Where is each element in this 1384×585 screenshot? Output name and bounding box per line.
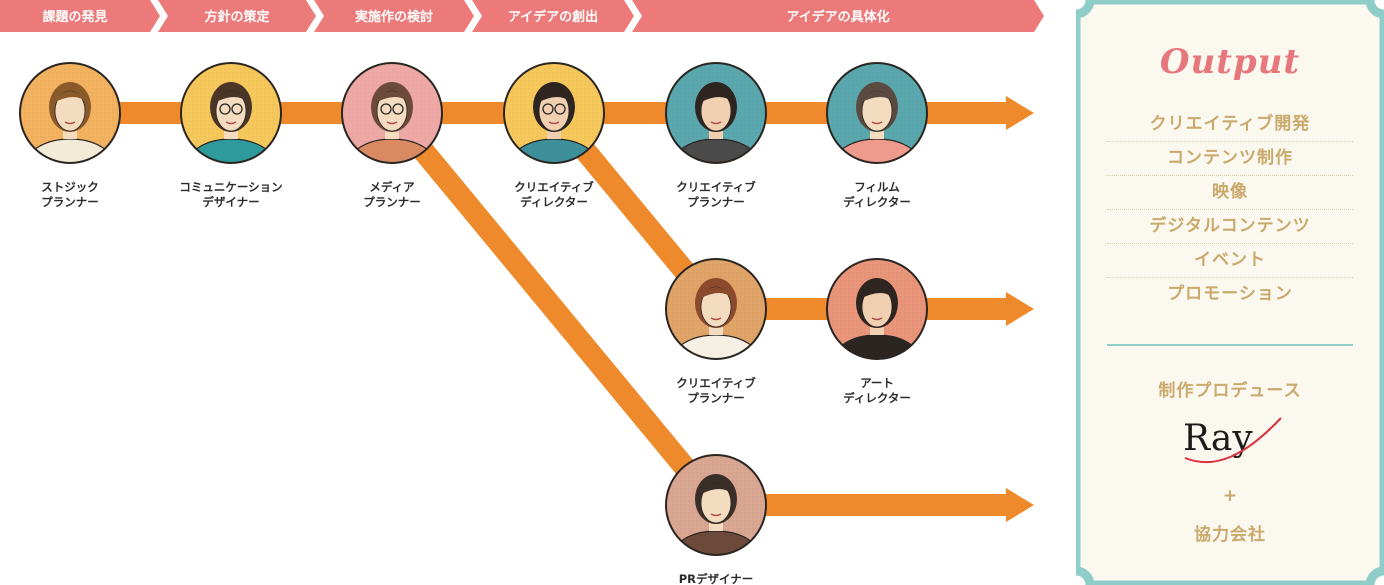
role-label-line: フィルム — [854, 180, 900, 194]
flow-line — [383, 105, 725, 513]
role-label-line: プランナー — [687, 391, 745, 405]
role-label-line: ディレクター — [843, 391, 911, 405]
flow-arrowhead — [1006, 96, 1034, 130]
role-label: コミュニケーションデザイナー — [179, 180, 282, 209]
role-label-line: デザイナー — [202, 195, 259, 209]
stage-segment — [632, 0, 1044, 32]
stage-label: 方針の策定 — [204, 9, 269, 25]
ray-logo: Ray — [1183, 417, 1282, 464]
plus-sign: + — [1222, 486, 1238, 506]
role-label-line: ディレクター — [843, 195, 911, 209]
role-label-line: クリエイティブ — [676, 376, 756, 390]
role-labels: ストジックプランナーコミュニケーションデザイナーメディアプランナークリエイティブ… — [41, 180, 911, 585]
output-item: デジタルコンテンツ — [1107, 210, 1353, 244]
role-label-line: ディレクター — [520, 195, 588, 209]
role-label: クリエイティブプランナー — [676, 180, 756, 209]
output-item: コンテンツ制作 — [1107, 142, 1353, 176]
role-label-line: クリエイティブ — [676, 180, 756, 194]
role-avatar — [665, 62, 767, 164]
role-avatar — [826, 258, 928, 360]
panel-divider — [1107, 344, 1353, 346]
output-item: クリエイティブ開発 — [1107, 108, 1353, 142]
stage-label: 実施作の検討 — [355, 9, 433, 25]
role-avatar — [503, 62, 605, 164]
role-label-line: アート — [860, 376, 894, 390]
role-avatar — [341, 62, 443, 164]
stage-label: 課題の発見 — [42, 9, 107, 25]
role-label: PRデザイナー — [679, 572, 754, 585]
stage-segment — [472, 0, 634, 32]
role-label-line: クリエイティブ — [514, 180, 594, 194]
role-label-line: コミュニケーション — [179, 180, 282, 194]
output-item: イベント — [1107, 244, 1353, 278]
stage-banner: 課題の発見 方針の策定 実施作の検討 アイデアの創出 アイデアの具体化 — [0, 0, 1044, 32]
output-list: クリエイティブ開発 コンテンツ制作 映像 デジタルコンテンツ イベント プロモー… — [1107, 108, 1353, 311]
role-avatar — [19, 62, 121, 164]
output-item: 映像 — [1107, 176, 1353, 210]
role-label-line: プランナー — [363, 195, 421, 209]
role-avatar — [826, 62, 928, 164]
partner-label: 協力会社 — [1194, 525, 1266, 545]
flow-arrowhead — [1006, 488, 1034, 522]
role-label: クリエイティブプランナー — [676, 376, 756, 405]
workflow-diagram: 課題の発見方針の策定実施作の検討アイデアの創出アイデアの具体化 ストジックプラン… — [0, 0, 1044, 585]
stage-segment — [0, 0, 160, 32]
role-label-line: ストジック — [41, 180, 99, 194]
role-label-line: メディア — [369, 180, 415, 194]
output-item: プロモーション — [1167, 284, 1293, 304]
stage-label: アイデアの具体化 — [786, 9, 889, 25]
role-label: アートディレクター — [843, 376, 911, 405]
ray-logo-text: Ray — [1183, 418, 1253, 459]
flow-arrowhead — [1006, 292, 1034, 326]
output-panel-frame — [1076, 0, 1384, 585]
stage-segment — [158, 0, 316, 32]
role-label-line: PRデザイナー — [679, 572, 754, 585]
role-avatar — [665, 454, 767, 556]
stage-segment — [314, 0, 474, 32]
role-label: クリエイティブディレクター — [514, 180, 594, 209]
role-label: ストジックプランナー — [41, 180, 99, 209]
role-label: メディアプランナー — [363, 180, 421, 209]
stage-label: アイデアの創出 — [508, 9, 598, 25]
produce-label: 制作プロデュース — [1158, 381, 1302, 401]
role-avatar — [665, 258, 767, 360]
role-label: フィルムディレクター — [843, 180, 911, 209]
output-title: Output — [1159, 42, 1301, 82]
role-avatar — [180, 62, 282, 164]
role-label-line: プランナー — [41, 195, 99, 209]
role-avatars — [19, 62, 928, 556]
role-label-line: プランナー — [687, 195, 745, 209]
